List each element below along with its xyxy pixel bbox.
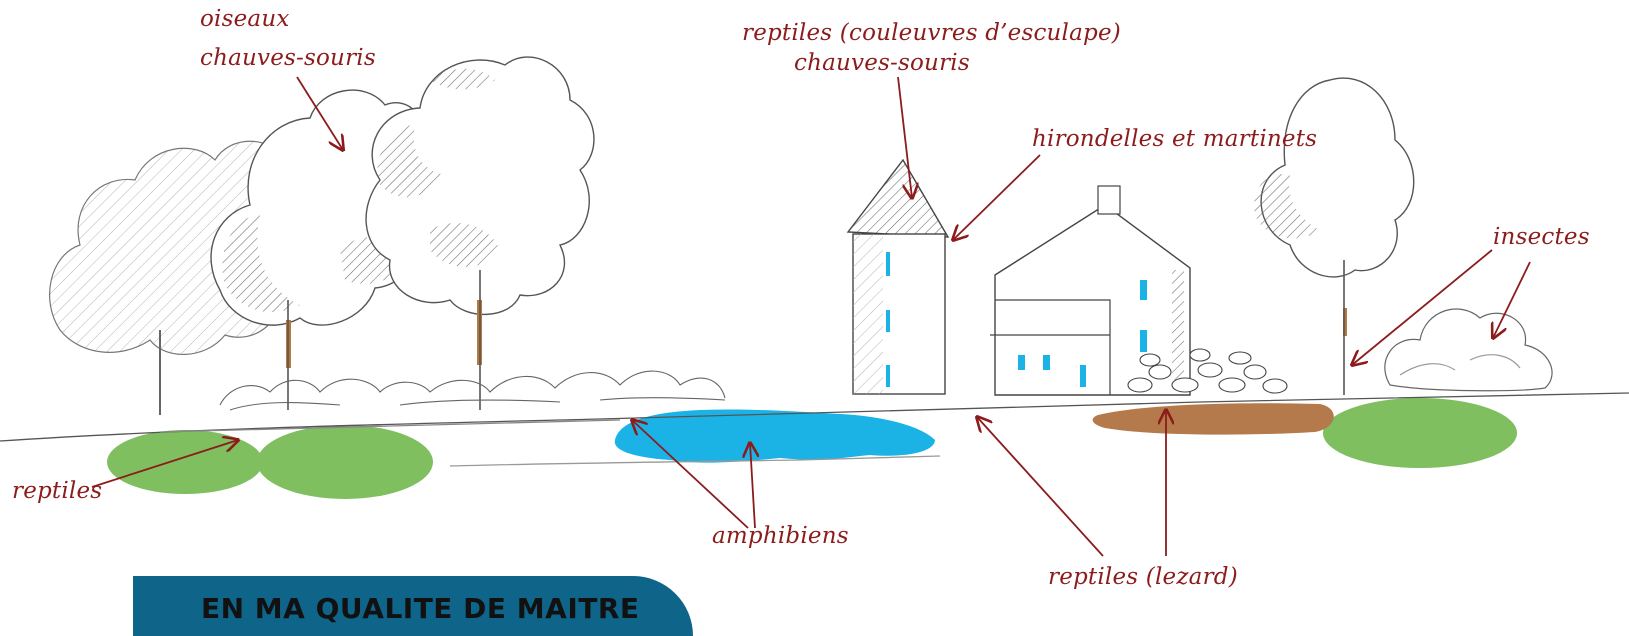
label-bats-tower: chauves-souris xyxy=(794,52,970,75)
grass-patch-right xyxy=(1323,398,1517,468)
tower xyxy=(848,160,948,394)
stone-wall xyxy=(1128,349,1287,393)
house xyxy=(990,186,1190,395)
label-insects: insectes xyxy=(1493,226,1590,249)
label-reptiles-left: reptiles xyxy=(12,480,102,503)
bush-right xyxy=(1385,309,1552,391)
label-reptiles-lizard: reptiles (lezard) xyxy=(1048,566,1238,589)
label-reptiles-snakes: reptiles (couleuvres d’esculape) xyxy=(742,22,1121,45)
hedge xyxy=(220,371,725,410)
grass-patch-left xyxy=(107,425,433,499)
label-bats-trees: chauves-souris xyxy=(200,47,376,70)
label-swallows: hirondelles et martinets xyxy=(1032,128,1317,151)
earth-strip xyxy=(1093,403,1334,434)
banner-text: EN MA QUALITE DE MAITRE xyxy=(201,592,640,625)
arrow-icon xyxy=(977,417,1103,556)
arrow-icon xyxy=(953,155,1040,240)
title-banner: EN MA QUALITE DE MAITRE xyxy=(133,576,693,636)
arrow-icon xyxy=(1493,262,1530,338)
label-birds: oiseaux xyxy=(200,8,290,31)
landscape-sketch xyxy=(0,0,1629,606)
label-amphibians: amphibiens xyxy=(712,525,849,548)
